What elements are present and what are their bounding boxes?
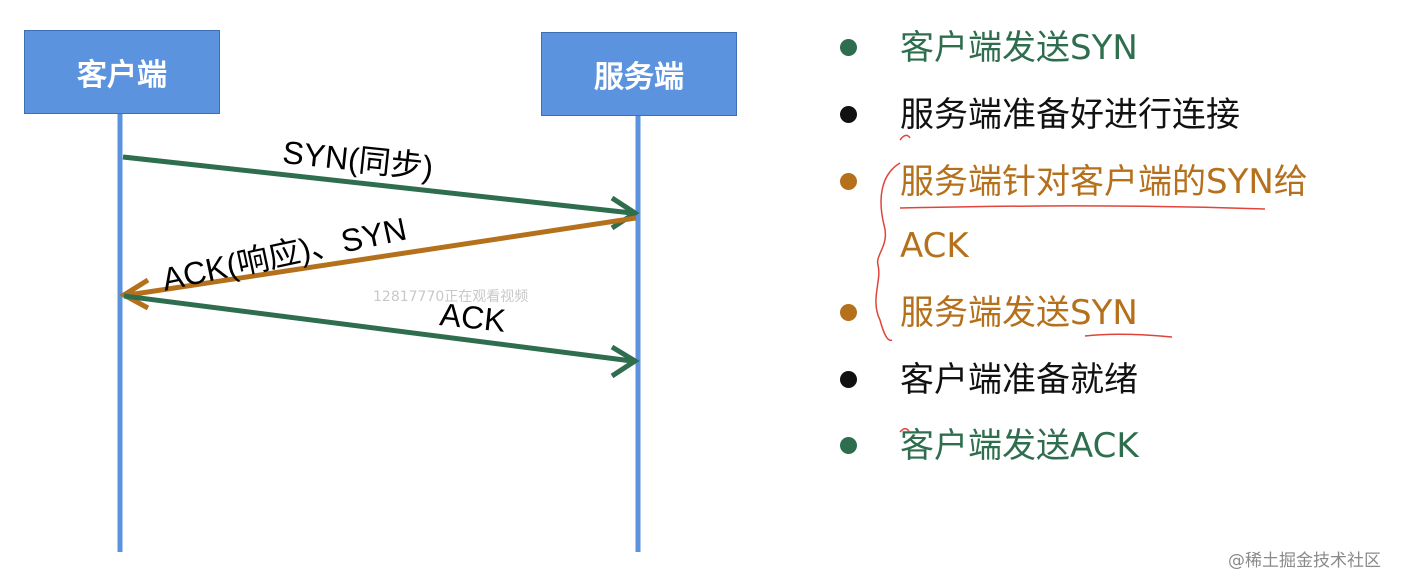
client-box: 客户端	[24, 30, 220, 114]
bullet-dot	[840, 437, 857, 454]
step-text: 客户端发送ACK	[900, 426, 1139, 466]
server-label: 服务端	[594, 60, 684, 95]
ack-arrowhead	[610, 344, 640, 379]
ack-syn-arrow	[127, 215, 637, 298]
client-label: 客户端	[77, 58, 167, 93]
annotation-tick	[899, 134, 911, 141]
ack-arrow	[123, 293, 633, 364]
step-text: 服务端准备好进行连接	[900, 95, 1240, 135]
step-text: 客户端发送SYN	[900, 28, 1138, 68]
bullet-dot	[840, 173, 857, 190]
annotation-underline-1	[899, 205, 1266, 210]
ack-syn-arrowhead	[119, 277, 150, 311]
step-text: 服务端发送SYN	[900, 293, 1138, 333]
bullet-dot	[840, 39, 857, 56]
annotation-brace	[875, 162, 901, 342]
step-text: 客户端准备就绪	[900, 360, 1138, 400]
bullet-dot	[840, 304, 857, 321]
annotation-underline-2	[1084, 333, 1173, 338]
annotation-tick-2	[899, 428, 910, 433]
syn-arrow	[122, 154, 633, 216]
viewer-watermark: 12817770正在观看视频	[373, 289, 529, 305]
site-watermark: @稀土掘金技术社区	[1228, 551, 1381, 571]
step-text: ACK	[900, 226, 969, 266]
server-box: 服务端	[541, 32, 737, 116]
bullet-dot	[840, 106, 857, 123]
bullet-dot	[840, 371, 857, 388]
step-text: 服务端针对客户端的SYN给	[900, 162, 1308, 202]
